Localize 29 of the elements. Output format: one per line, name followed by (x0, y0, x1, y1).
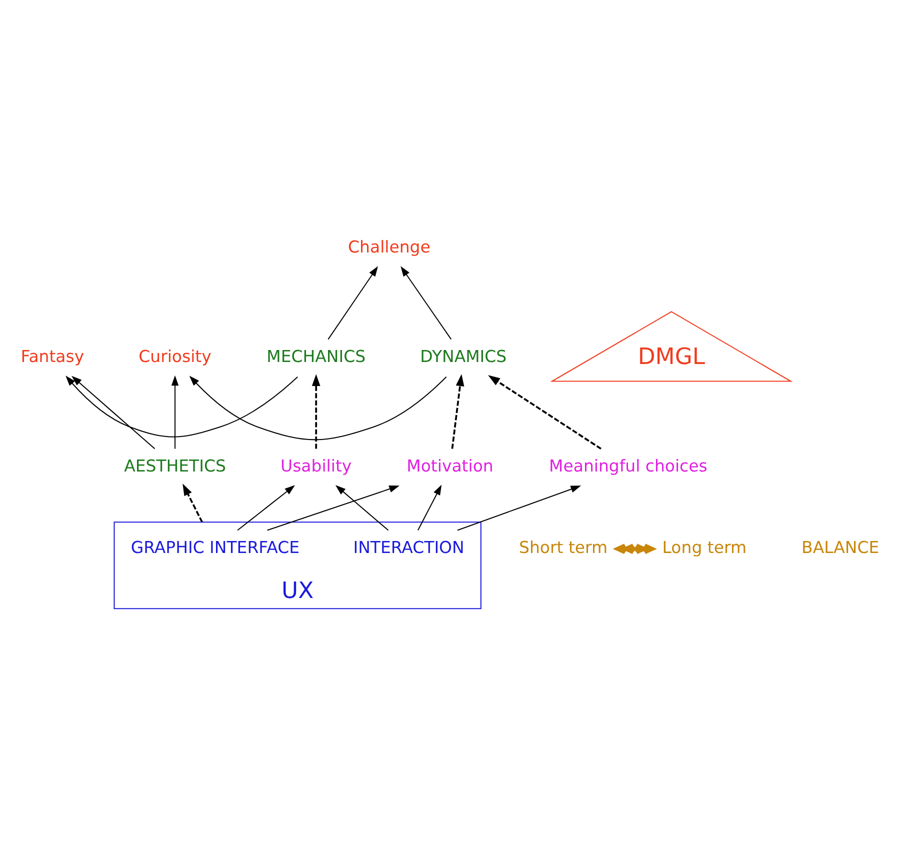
arrow (182, 483, 203, 522)
arrow (237, 484, 295, 530)
node-text: Challenge (348, 237, 430, 256)
node-text: Curiosity (138, 346, 212, 366)
arrow (457, 485, 582, 530)
arrow (418, 484, 442, 530)
arrow (335, 484, 389, 530)
node-text: Fantasy (20, 346, 84, 366)
arrow (66, 375, 298, 437)
node-text: Long term (662, 537, 746, 556)
arrow (171, 374, 179, 448)
label: BALANCE (802, 537, 880, 556)
arrow (451, 374, 464, 448)
node-text: GRAPHIC INTERFACE (130, 537, 300, 556)
arrow (488, 374, 602, 450)
arrow (312, 374, 320, 448)
node-text: Meaningful choices (549, 456, 708, 475)
arrow (328, 266, 378, 340)
node-text: Usability (280, 456, 352, 475)
node-text: MECHANICS (266, 346, 366, 366)
arrow (267, 485, 400, 530)
arrow (189, 375, 447, 440)
node-text: Short term (519, 537, 608, 556)
arrow (72, 375, 156, 449)
node-text: Motivation (406, 456, 494, 475)
node-text: INTERACTION (353, 537, 464, 556)
node-text: DYNAMICS (420, 346, 507, 366)
node-text: AESTHETICS (124, 456, 226, 475)
arrow (400, 266, 452, 340)
